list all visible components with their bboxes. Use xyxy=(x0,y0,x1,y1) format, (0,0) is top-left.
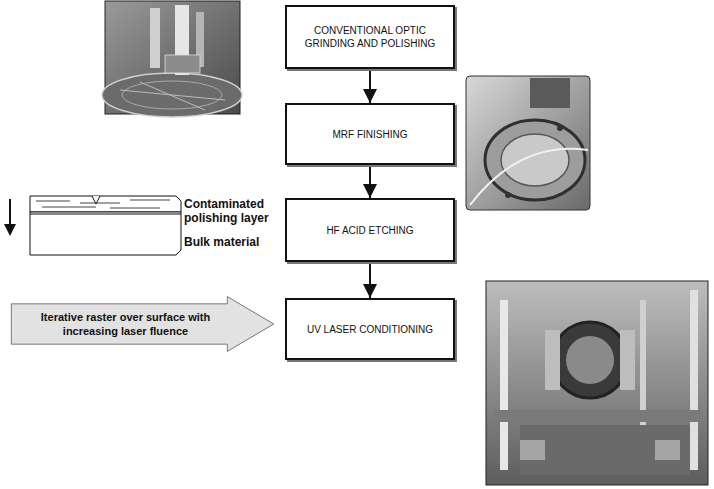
polishing-photo xyxy=(102,1,242,117)
layer-illustration xyxy=(4,196,181,255)
box-text: UV LASER CONDITIONING xyxy=(307,323,433,336)
layer-label: Contaminated polishing layer xyxy=(184,197,284,225)
process-box: UV LASER CONDITIONING xyxy=(285,298,455,360)
box-text: CONVENTIONAL OPTIC GRINDING AND POLISHIN… xyxy=(297,24,443,50)
process-box: HF ACID ETCHING xyxy=(285,198,455,262)
flow-arrow xyxy=(369,264,371,298)
flow-arrow xyxy=(369,71,371,103)
layer-label: Bulk material xyxy=(184,235,284,249)
box-text: MRF FINISHING xyxy=(333,128,408,141)
laser-station-photo xyxy=(486,281,708,485)
box-text: HF ACID ETCHING xyxy=(326,224,413,237)
arrow-text: Iterative raster over surface with incre… xyxy=(24,310,227,338)
arrow-outline xyxy=(10,296,275,352)
flow-arrow xyxy=(369,167,371,198)
process-box: MRF FINISHING xyxy=(285,103,455,165)
arrow-shape: Iterative raster over surface with incre… xyxy=(10,296,275,352)
mrf-photo xyxy=(466,76,590,210)
process-box: CONVENTIONAL OPTIC GRINDING AND POLISHIN… xyxy=(285,5,455,69)
